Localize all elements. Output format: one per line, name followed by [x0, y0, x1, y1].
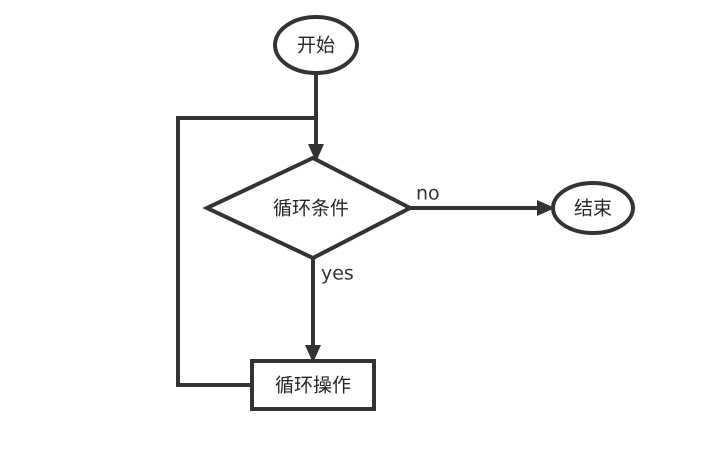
terminator-start-icon — [273, 15, 359, 75]
edge-start-to-condition — [308, 72, 324, 162]
node-start-label: 开始 — [297, 35, 335, 57]
node-condition-label: 循环条件 — [273, 198, 349, 220]
process-box-icon — [250, 359, 376, 411]
edge-label-no: no — [416, 183, 440, 205]
node-operation-label: 循环操作 — [275, 375, 351, 397]
node-end-label: 结束 — [574, 198, 612, 220]
terminator-end-icon — [551, 181, 635, 235]
node-end[interactable]: 结束 — [551, 181, 635, 235]
edge-condition-to-operation — [305, 258, 321, 363]
node-start[interactable]: 开始 — [273, 15, 359, 75]
node-condition[interactable]: 循环条件 — [202, 155, 415, 261]
decision-diamond-icon — [202, 155, 415, 261]
node-operation[interactable]: 循环操作 — [250, 359, 376, 411]
edge-label-yes: yes — [321, 263, 354, 285]
edge-operation-to-condition — [176, 116, 316, 387]
edge-condition-to-end — [410, 200, 555, 216]
